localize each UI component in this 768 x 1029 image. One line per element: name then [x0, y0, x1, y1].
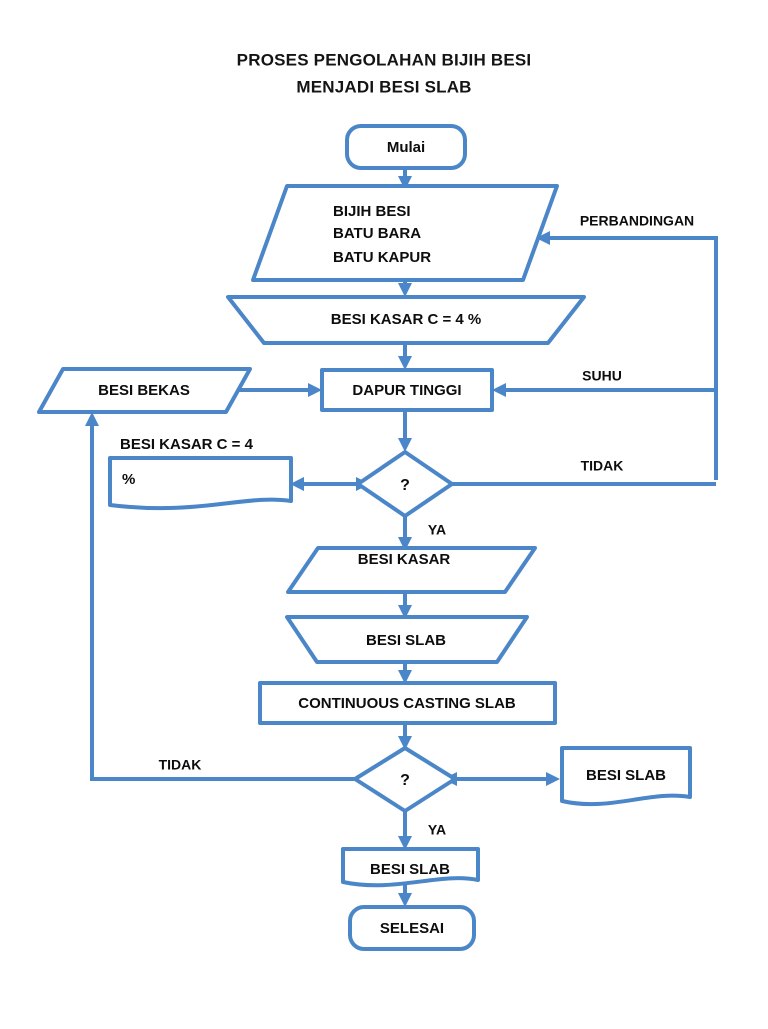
edge-label-perbandingan: PERBANDINGAN — [580, 213, 694, 229]
besi-kasar-pct-label: BESI KASAR C = 4 % — [331, 311, 481, 328]
node-besi-slab-trapezoid[interactable]: BESI SLAB — [285, 615, 529, 664]
node-doc-besi-slab-right[interactable]: BESI SLAB — [560, 746, 692, 807]
continuous-casting-label: CONTINUOUS CASTING SLAB — [298, 695, 516, 712]
continuous-casting-shape — [258, 681, 557, 725]
node-decision-top[interactable]: ? — [356, 450, 454, 518]
title-line-2: MENJADI BESI SLAB — [296, 77, 471, 96]
edge-label-suhu: SUHU — [582, 368, 622, 384]
doc-besi-slab-right-shape — [560, 746, 692, 807]
node-decision-bottom[interactable]: ? — [353, 746, 457, 813]
doc-besi-kasar-label-outside: BESI KASAR C = 4 — [120, 436, 254, 453]
connector-besikasarpct-to-dapurtinggi — [398, 343, 412, 370]
connector-decision-bottom-to-document — [443, 772, 560, 786]
besi-kasar-label: BESI KASAR — [358, 551, 451, 568]
connector-casting-to-decision-bottom — [398, 723, 412, 750]
node-end[interactable]: SELESAI — [348, 905, 476, 951]
node-doc-besi-kasar[interactable]: BESI KASAR C = 4 % — [108, 436, 293, 511]
edge-label-tidak-bottom: TIDAK — [159, 757, 202, 773]
node-doc-besi-slab-bottom[interactable]: BESI SLAB — [341, 847, 480, 888]
besi-bekas-shape — [37, 367, 252, 414]
inputs-label-2: BATU BARA — [333, 225, 421, 242]
diagram-title: PROSES PENGOLAHAN BIJIH BESI MENJADI BES… — [237, 50, 532, 96]
node-besi-bekas[interactable]: BESI BEKAS — [37, 367, 252, 414]
node-besi-kasar-pct[interactable]: BESI KASAR C = 4 % — [226, 295, 586, 345]
node-besi-kasar[interactable]: BESI KASAR — [286, 546, 537, 594]
inputs-label-3: BATU KAPUR — [333, 249, 431, 266]
end-shape — [348, 905, 476, 951]
besi-kasar-pct-shape — [226, 295, 586, 345]
doc-besi-slab-bottom-shape — [341, 847, 480, 888]
node-dapur-tinggi[interactable]: DAPUR TINGGI — [320, 368, 494, 412]
connector-dapurtinggi-to-decision-top — [398, 410, 412, 452]
connector-decision-bottom-ya: YA — [398, 811, 446, 850]
besi-bekas-label: BESI BEKAS — [98, 382, 190, 399]
edge-label-tidak-top: TIDAK — [581, 458, 624, 474]
connector-besibekas-to-dapurtinggi — [238, 383, 322, 397]
title-line-1: PROSES PENGOLAHAN BIJIH BESI — [237, 50, 532, 69]
connector-besikasar-to-besislab — [398, 592, 412, 619]
edge-label-ya-bottom: YA — [428, 822, 446, 838]
decision-top-shape — [356, 450, 454, 518]
node-start[interactable]: Mulai — [345, 124, 467, 170]
edge-label-ya-top: YA — [428, 522, 446, 538]
decision-bottom-label: ? — [400, 772, 410, 789]
connector-decision-top-ya: YA — [398, 516, 446, 551]
inputs-label-1: BIJIH BESI — [333, 203, 411, 220]
doc-besi-kasar-shape — [108, 456, 293, 511]
start-shape — [345, 124, 467, 170]
decision-bottom-shape — [353, 746, 457, 813]
node-continuous-casting[interactable]: CONTINUOUS CASTING SLAB — [258, 681, 557, 725]
doc-besi-slab-bottom-label: BESI SLAB — [370, 861, 450, 878]
doc-besi-slab-right-label: BESI SLAB — [586, 767, 666, 784]
inputs-shape — [251, 184, 559, 282]
besi-kasar-shape — [286, 546, 537, 594]
node-inputs[interactable]: BIJIH BESI BATU BARA BATU KAPUR — [251, 184, 559, 282]
doc-besi-kasar-label-inside: % — [122, 471, 135, 488]
connector-decision-top-tidak: TIDAK — [452, 458, 716, 486]
start-label: Mulai — [387, 139, 425, 156]
connector-perbandingan-feedback: PERBANDINGAN — [536, 213, 718, 480]
connector-left-feedback-rail: TIDAK — [85, 412, 367, 781]
dapur-tinggi-shape — [320, 368, 494, 412]
connector-besislab-to-casting — [398, 662, 412, 684]
decision-top-label: ? — [400, 477, 410, 494]
connector-document-to-end — [398, 885, 412, 907]
dapur-tinggi-label: DAPUR TINGGI — [352, 382, 461, 399]
besi-slab-trapezoid-label: BESI SLAB — [366, 632, 446, 649]
connector-inputs-to-besikasarpct — [398, 280, 412, 297]
besi-slab-trapezoid-shape — [285, 615, 529, 664]
end-label: SELESAI — [380, 920, 444, 937]
connector-suhu-feedback: SUHU — [492, 368, 716, 397]
